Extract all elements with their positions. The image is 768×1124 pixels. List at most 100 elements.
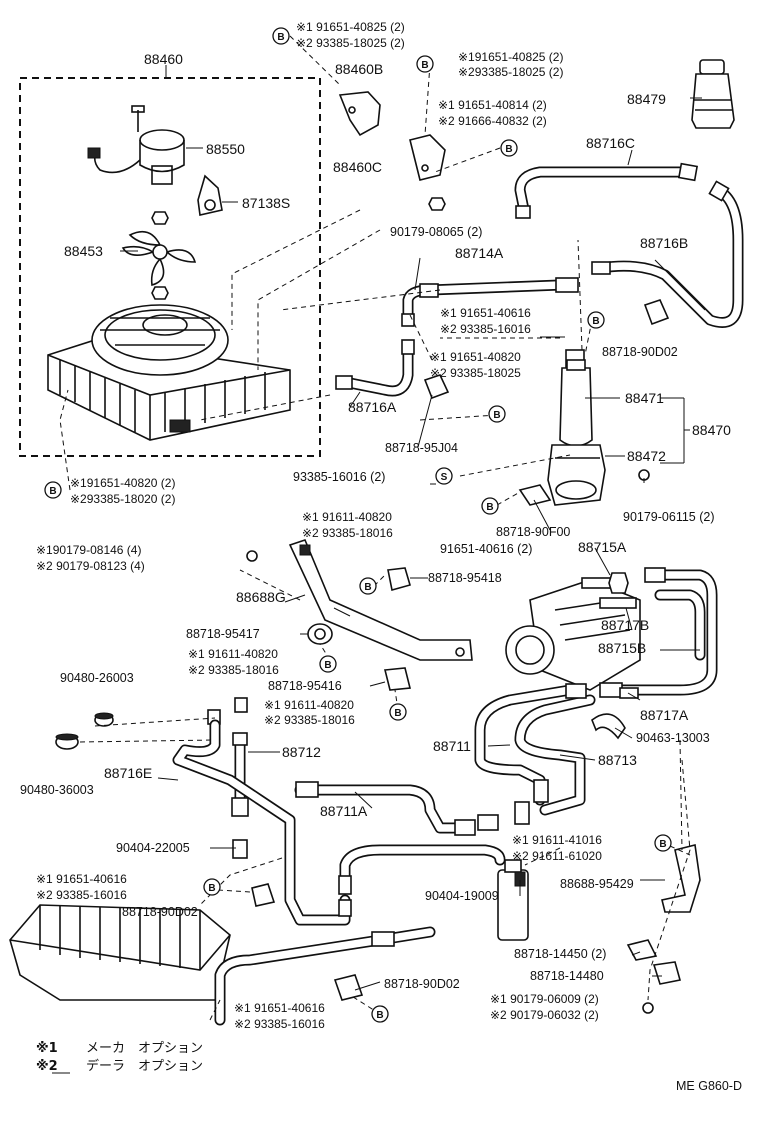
clamp-90463-13003 [591, 713, 626, 740]
callout-text: ※2 93385-18025 (2) [296, 36, 405, 50]
callout-text: ※2 93385-16016 [36, 888, 127, 902]
label-90179-08065: 90179-08065 (2) [390, 225, 482, 239]
nut-90179-06009 [642, 1002, 654, 1014]
callout-text: ※1 91651-40825 (2) [296, 20, 405, 34]
callout-text: ※2 93385-18016 [264, 713, 355, 727]
callout-text: ※1 91611-41016 [512, 833, 602, 847]
label-88717A: 88717A [640, 707, 689, 723]
svg-text:B: B [376, 1010, 383, 1021]
callout-text: ※2 93385-18016 [188, 663, 279, 677]
label-88453: 88453 [64, 243, 103, 259]
receiver-lower [497, 859, 529, 941]
label-88718-14450: 88718-14450 (2) [514, 947, 606, 961]
fitting-88715A [581, 572, 637, 609]
callout-text: ※2 91611-61020 [512, 849, 602, 863]
svg-text:B: B [421, 60, 428, 71]
svg-text:S: S [441, 472, 448, 483]
clamp-88718-90F00 [518, 484, 552, 506]
callout-text: ※2 93385-18025 [430, 366, 521, 380]
canister-88479 [691, 59, 735, 129]
bolt-symbol: B [654, 834, 672, 852]
label-90463-13003: 90463-13003 [636, 731, 710, 745]
bolt-90179-08146 [246, 550, 258, 562]
assembly-88460-boundary [19, 77, 321, 457]
clamp-88718-95418 [387, 567, 411, 592]
bolt-symbol: B [500, 139, 518, 157]
compressor [505, 579, 641, 691]
label-88688G: 88688G [236, 589, 286, 605]
receiver-88471 [559, 349, 593, 447]
bracket-88688G [288, 539, 473, 661]
svg-text:B: B [394, 708, 401, 719]
label-88711A: 88711A [320, 803, 368, 819]
bolt-symbol: B [359, 577, 377, 595]
svg-text:B: B [659, 839, 666, 850]
legend-text-2: デーラ オプション [86, 1058, 203, 1074]
nut-upper [151, 211, 169, 225]
label-88713: 88713 [598, 752, 637, 768]
label-88470: 88470 [692, 422, 731, 438]
label-90404-22005: 90404-22005 [116, 841, 190, 855]
clamp-88718-14480 [652, 961, 682, 985]
fan-motor-88550 [87, 105, 185, 185]
bolt-symbol: B [371, 1005, 389, 1023]
label-90480-26003: 90480-26003 [60, 671, 134, 685]
diagram-code: ME G860-D [676, 1079, 742, 1093]
clamp-88718-90D02-mid [251, 883, 276, 907]
svg-text:B: B [505, 144, 512, 155]
svg-text:B: B [592, 316, 599, 327]
svg-text:B: B [364, 582, 371, 593]
bracket-88460C [409, 134, 446, 181]
label-88717B: 88717B [601, 617, 649, 633]
label-90404-19009: 90404-19009 [425, 889, 499, 903]
label-93385-16016: 93385-16016 (2) [293, 470, 385, 484]
label-87138S: 87138S [242, 195, 290, 211]
label-88718-90F00: 88718-90F00 [496, 525, 570, 539]
nut-90179-08065 [428, 197, 446, 211]
clamp-88718-90D02-lower [333, 974, 364, 1001]
callout-text: ※1 90179-06009 (2) [490, 992, 599, 1006]
grommet-90480-36003 [55, 733, 79, 750]
label-88716A: 88716A [348, 399, 397, 415]
callout-text: ※2 90179-06032 (2) [490, 1008, 599, 1022]
bracket-88472 [547, 444, 606, 506]
bolt-symbol: B [416, 55, 434, 73]
callout-text: ※191651-40825 (2) [458, 50, 563, 64]
label-88550: 88550 [206, 141, 245, 157]
bolt-symbol: B [488, 405, 506, 423]
label-88711: 88711 [433, 738, 471, 754]
legend-mark-1: ※1 [36, 1041, 58, 1056]
label-88460: 88460 [144, 51, 183, 67]
condenser-unit [47, 304, 291, 441]
svg-text:B: B [486, 502, 493, 513]
label-88471: 88471 [625, 390, 664, 406]
callout-text: ※1 91651-40616 [440, 306, 531, 320]
bolt-symbol: B [587, 311, 605, 329]
pipe-88716B [594, 184, 744, 328]
clamp-88718-95416 [383, 667, 412, 691]
label-88479: 88479 [627, 91, 666, 107]
callout-text: ※191651-40820 (2) [70, 476, 175, 490]
grommet-88718-95417 [307, 623, 333, 645]
pipe-88716C [514, 166, 688, 216]
label-88718-90D02-lower: 88718-90D02 [384, 977, 460, 991]
callout-text: ※1 91651-40814 (2) [438, 98, 547, 112]
callout-text: ※1 91651-40616 [234, 1001, 325, 1015]
callout-text: ※190179-08146 (4) [36, 543, 141, 557]
label-88712: 88712 [282, 744, 321, 760]
label-88716B: 88716B [640, 235, 688, 251]
connector-87138S [197, 174, 223, 216]
callout-text: ※1 91651-40820 [430, 350, 521, 364]
callout-text: ※1 91611-40820 [264, 698, 354, 712]
legend: ※1 メーカ オプション ※2 デーラ オプション [36, 1041, 203, 1074]
callout-text: ※2 93385-16016 [440, 322, 531, 336]
label-88460B: 88460B [335, 61, 383, 77]
label-88718-14480: 88718-14480 [530, 969, 604, 983]
bolt-symbol: B [203, 878, 221, 896]
label-88718-95418: 88718-95418 [428, 571, 502, 585]
label-88688-95429: 88688-95429 [560, 877, 634, 891]
evaporator-unit [9, 904, 231, 1001]
callout-text: ※2 93385-18016 [302, 526, 393, 540]
svg-text:B: B [208, 883, 215, 894]
fitting-88717A [619, 687, 639, 699]
